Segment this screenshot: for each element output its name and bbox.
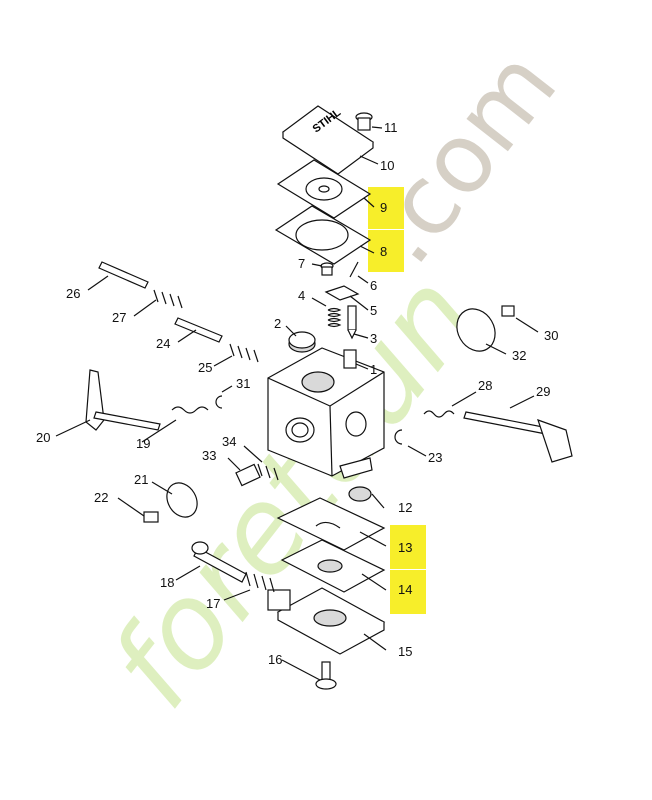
label-2: 2	[274, 316, 281, 331]
label-22: 22	[94, 490, 108, 505]
gasket-8	[274, 205, 372, 265]
label-3: 3	[370, 331, 377, 346]
label-25: 25	[198, 360, 212, 375]
highlight-13	[390, 525, 426, 569]
screw-18	[191, 541, 247, 583]
plate-14	[280, 539, 386, 593]
label-1: 1	[370, 362, 377, 377]
choke-shaft-29	[463, 411, 573, 463]
label-13: 13	[398, 540, 412, 555]
label-27: 27	[112, 310, 126, 325]
carburetor-body-1	[267, 347, 385, 479]
label-15: 15	[398, 644, 412, 659]
label-24: 24	[156, 336, 170, 351]
plug-2	[288, 331, 316, 353]
label-28: 28	[478, 378, 492, 393]
label-33: 33	[202, 448, 216, 463]
screen-12	[348, 486, 372, 502]
highlight-8	[368, 230, 404, 272]
label-31: 31	[236, 376, 250, 391]
spring-28	[423, 410, 455, 418]
label-8: 8	[380, 244, 387, 259]
label-26: 26	[66, 286, 80, 301]
highlight-14	[390, 570, 426, 614]
choke-plate-32	[456, 308, 496, 352]
leader-lines	[55, 126, 539, 681]
throttle-shaft-20	[85, 369, 161, 431]
pin-6	[349, 261, 359, 278]
screw-7	[320, 262, 334, 276]
spring-25	[229, 343, 259, 363]
gasket-13	[276, 497, 386, 551]
label-9: 9	[380, 200, 387, 215]
disc-21	[166, 482, 198, 518]
metering-cover-15	[267, 587, 386, 655]
label-4: 4	[298, 288, 305, 303]
label-10: 10	[380, 158, 394, 173]
screw-16	[315, 661, 337, 690]
label-11: 11	[384, 120, 398, 135]
label-23: 23	[428, 450, 442, 465]
spring-27	[153, 289, 183, 309]
label-29: 29	[536, 384, 550, 399]
label-6: 6	[370, 278, 377, 293]
spring-34	[257, 463, 279, 481]
screw-26	[98, 261, 149, 289]
label-17: 17	[206, 596, 220, 611]
label-21: 21	[134, 472, 148, 487]
screw-22	[143, 511, 159, 523]
spring-19	[171, 406, 209, 414]
label-34: 34	[222, 434, 236, 449]
label-20: 20	[36, 430, 50, 445]
label-7: 7	[298, 256, 305, 271]
highlight-9	[368, 187, 404, 229]
label-30: 30	[544, 328, 558, 343]
plug-33	[235, 463, 261, 487]
screw-24	[174, 317, 223, 343]
watermark-main: foretdun	[83, 249, 503, 732]
label-16: 16	[268, 652, 282, 667]
clip-23	[394, 429, 403, 445]
spring-17	[245, 571, 275, 593]
label-32: 32	[512, 348, 526, 363]
label-19: 19	[136, 436, 150, 451]
label-12: 12	[398, 500, 412, 515]
label-14: 14	[398, 582, 412, 597]
clip-31	[215, 395, 223, 409]
needle-3	[347, 305, 357, 340]
screw-30	[501, 305, 515, 317]
label-5: 5	[370, 303, 377, 318]
diaphragm-9	[276, 159, 372, 219]
spring-4	[327, 307, 342, 328]
label-18: 18	[160, 575, 174, 590]
screw-11	[355, 112, 373, 131]
